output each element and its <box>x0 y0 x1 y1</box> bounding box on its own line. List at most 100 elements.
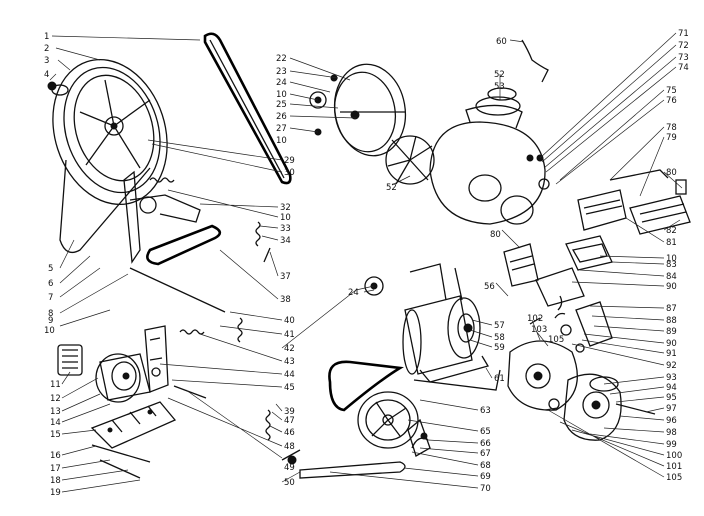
label-38: 38 <box>280 295 291 305</box>
drive-motor <box>402 243 539 391</box>
label-105b: 105 <box>666 473 682 483</box>
label-18: 18 <box>50 476 61 486</box>
label-37: 37 <box>280 272 291 282</box>
link-arm <box>411 437 429 449</box>
label-46: 46 <box>284 428 295 438</box>
label-58: 58 <box>494 333 505 343</box>
label-61: 61 <box>494 374 505 384</box>
label-90b: 90 <box>666 339 677 349</box>
label-75: 75 <box>666 86 677 96</box>
label-68: 68 <box>480 461 491 471</box>
label-25: 25 <box>276 100 287 110</box>
label-14: 14 <box>50 418 61 428</box>
label-102: 102 <box>527 314 543 324</box>
label-84: 84 <box>666 272 677 282</box>
label-90a: 90 <box>666 282 677 292</box>
label-80b: 80 <box>490 230 501 240</box>
blower-wheel <box>309 63 407 157</box>
label-79: 79 <box>666 133 677 143</box>
label-89: 89 <box>666 327 677 337</box>
label-81: 81 <box>666 238 677 248</box>
label-93: 93 <box>666 373 677 383</box>
label-72: 72 <box>678 41 689 51</box>
leader-lines <box>49 32 683 493</box>
label-22: 22 <box>276 54 287 64</box>
label-98: 98 <box>666 428 677 438</box>
label-44: 44 <box>284 370 295 380</box>
label-71: 71 <box>678 29 689 39</box>
control-panel <box>535 267 613 353</box>
label-45: 45 <box>284 383 295 393</box>
label-1: 1 <box>44 32 49 42</box>
label-53: 53 <box>494 82 505 92</box>
label-13: 13 <box>50 407 61 417</box>
label-41: 41 <box>284 330 295 340</box>
spring <box>265 409 271 441</box>
label-47: 47 <box>284 416 295 426</box>
label-101: 101 <box>666 462 682 472</box>
label-70: 70 <box>480 484 491 494</box>
label-4: 4 <box>44 70 49 80</box>
label-100: 100 <box>666 451 682 461</box>
label-10d: 10 <box>280 213 291 223</box>
blower-housing <box>429 39 550 225</box>
small-rod <box>281 449 301 461</box>
label-92: 92 <box>666 361 677 371</box>
label-103: 103 <box>531 325 547 335</box>
label-10b: 10 <box>276 90 287 100</box>
label-15: 15 <box>50 430 61 440</box>
label-60: 60 <box>496 37 507 47</box>
label-43: 43 <box>284 357 295 367</box>
label-16: 16 <box>50 451 61 461</box>
fan-impeller <box>385 135 435 185</box>
label-80a: 80 <box>666 168 677 178</box>
link-rod <box>173 385 207 399</box>
label-30: 30 <box>284 168 295 178</box>
label-34: 34 <box>280 236 291 246</box>
label-6: 6 <box>48 279 53 289</box>
label-73: 73 <box>678 53 689 63</box>
lower-pulley <box>299 360 431 479</box>
label-19: 19 <box>50 488 61 498</box>
label-57: 57 <box>494 321 505 331</box>
label-17: 17 <box>50 464 61 474</box>
label-69: 69 <box>480 472 491 482</box>
label-74: 74 <box>678 63 689 73</box>
label-24a: 24 <box>276 78 287 88</box>
label-59: 59 <box>494 343 505 353</box>
label-23: 23 <box>276 67 287 77</box>
label-96: 96 <box>666 416 677 426</box>
label-52a: 52 <box>386 183 397 193</box>
label-8: 8 <box>48 309 53 319</box>
part-number-labels: 1 2 3 4 5 6 7 8 9 10 11 12 13 14 15 16 1… <box>44 29 689 498</box>
label-11: 11 <box>50 380 61 390</box>
label-10c: 10 <box>276 136 287 146</box>
label-91: 91 <box>666 349 677 359</box>
mount-bracket <box>144 317 243 393</box>
control-box <box>565 169 691 271</box>
label-29: 29 <box>284 156 295 166</box>
label-7: 7 <box>48 293 53 303</box>
rod <box>129 267 226 313</box>
label-9: 9 <box>48 316 53 326</box>
label-78: 78 <box>666 123 677 133</box>
label-39: 39 <box>284 407 295 417</box>
lower-left-motor <box>57 344 151 403</box>
label-88: 88 <box>666 316 677 326</box>
label-52b: 52 <box>494 70 505 80</box>
label-24b: 24 <box>348 288 359 298</box>
label-27: 27 <box>276 124 287 134</box>
label-56: 56 <box>484 282 495 292</box>
label-66: 66 <box>480 439 491 449</box>
label-83: 83 <box>666 260 677 270</box>
label-63: 63 <box>480 406 491 416</box>
label-3: 3 <box>44 56 49 66</box>
label-2: 2 <box>44 44 49 54</box>
label-48: 48 <box>284 442 295 452</box>
label-99: 99 <box>666 440 677 450</box>
label-65: 65 <box>480 427 491 437</box>
v-belt-small <box>146 224 222 266</box>
drive-belt <box>203 32 292 185</box>
label-5: 5 <box>48 264 53 274</box>
label-94: 94 <box>666 383 677 393</box>
